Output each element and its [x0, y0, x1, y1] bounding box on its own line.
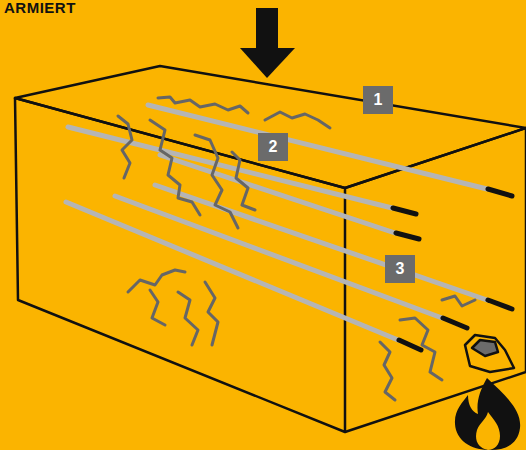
callout-number: 1 [363, 86, 393, 114]
cracks [118, 97, 505, 400]
diagram-title: ARMIERT [4, 0, 76, 15]
callout-number: 2 [258, 133, 288, 161]
rebars [66, 105, 512, 350]
load-arrow [240, 8, 295, 78]
spalled-chunk [465, 335, 514, 372]
beam-outline [15, 66, 526, 432]
fire-icon [455, 378, 520, 450]
callout-number: 3 [385, 255, 415, 283]
